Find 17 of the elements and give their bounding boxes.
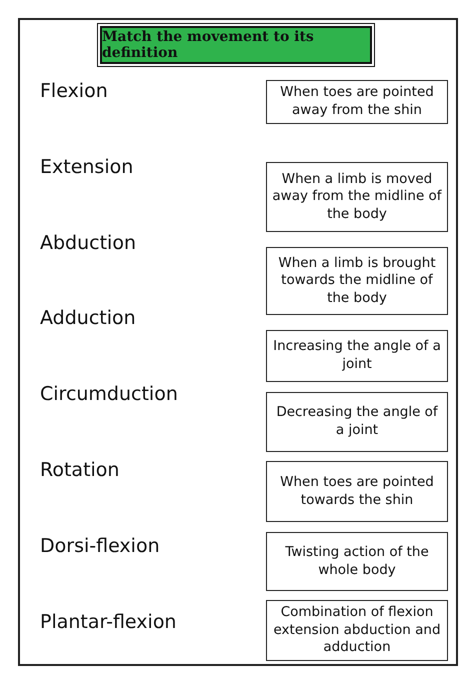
definition-box: Increasing the angle of a joint	[266, 330, 448, 382]
definition-box: Twisting action of the whole body	[266, 532, 448, 591]
movement-term: Flexion	[40, 80, 108, 102]
definition-box: When toes are pointed towards the shin	[266, 461, 448, 522]
definition-box: When toes are pointed away from the shin	[266, 80, 448, 124]
movement-term: Extension	[40, 156, 134, 178]
definition-box: When a limb is brought towards the midline of the body	[266, 247, 448, 315]
movement-term: Adduction	[40, 307, 136, 330]
movement-term: Rotation	[40, 459, 120, 481]
movement-term: Abduction	[40, 232, 136, 254]
definition-box: When a limb is moved away from the midline of the body	[266, 162, 448, 232]
movement-term: Plantar-flexion	[40, 610, 176, 633]
definition-box: Decreasing the angle of a joint	[266, 392, 448, 452]
movement-term: Dorsi-flexion	[40, 534, 160, 557]
definition-box: Combination of flexion extension abduction and adduction	[266, 600, 448, 661]
title-banner: Match the movement to its definition	[100, 26, 372, 64]
movement-term: Circumduction	[40, 383, 178, 406]
